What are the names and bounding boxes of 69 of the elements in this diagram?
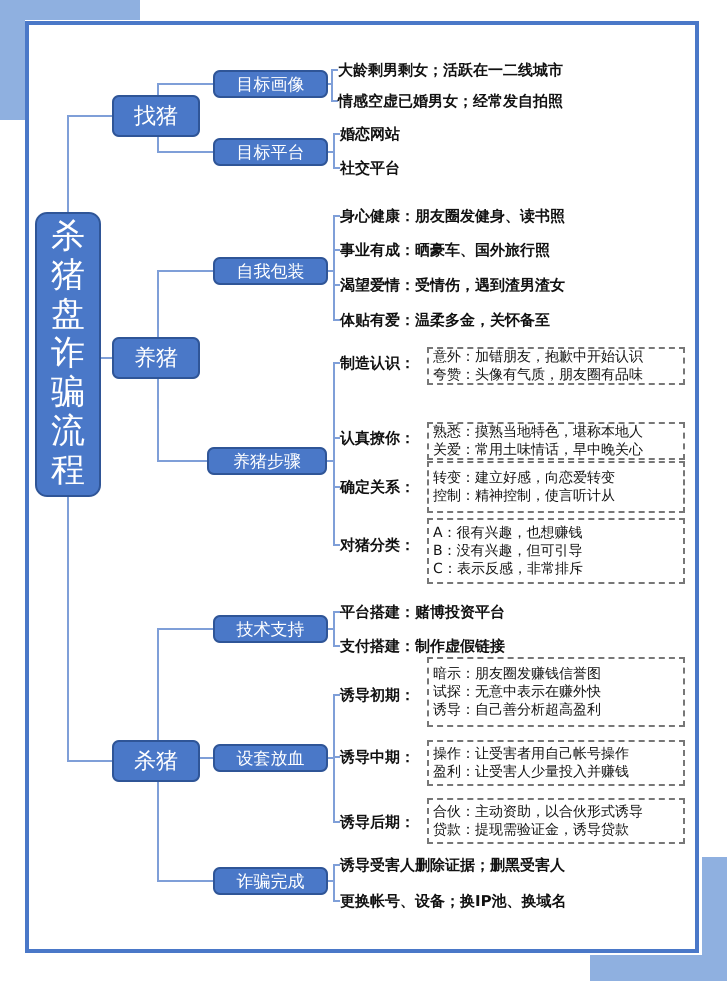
detail-text: C：表示反感，非常排斥 bbox=[433, 560, 584, 578]
detail-text: 操作：让受害者用自己帐号操作 bbox=[433, 745, 630, 763]
branch-text: 大龄剩男剩女；活跃在一二线城市 bbox=[338, 60, 608, 80]
topic-box: 技术支持 bbox=[213, 615, 328, 643]
connector-line bbox=[328, 69, 338, 85]
detail-text: 转变：建立好感，向恋爱转变 bbox=[433, 469, 616, 487]
detail-text: 盈利：让受害人少量投入并赚钱 bbox=[433, 763, 630, 781]
branch-text: 支付搭建：制作虚假链接 bbox=[340, 636, 540, 656]
branch-text: 制造认识： bbox=[340, 353, 424, 373]
detail-text: 关爱：常用土味情话，早中晚关心 bbox=[433, 441, 644, 459]
topic-box: 目标画像 bbox=[213, 70, 328, 98]
connector-line bbox=[157, 782, 213, 882]
detail-text: 暗示：朋友圈发赚钱信誉图 bbox=[433, 665, 602, 683]
detail-text: A：很有兴趣，也想赚钱 bbox=[433, 524, 584, 542]
connector-line bbox=[328, 628, 340, 647]
branch-text: 诱导初期： bbox=[340, 685, 424, 705]
detail-text: 夸赞：头像有气质，朋友圈有品味 bbox=[433, 366, 644, 384]
connector-line bbox=[157, 83, 213, 95]
root-box: 杀猪盘诈骗流程 bbox=[35, 212, 101, 497]
branch-text: 诱导后期： bbox=[340, 812, 424, 832]
branch-text: 事业有成：晒豪车、国外旅行照 bbox=[340, 240, 600, 260]
topic-box: 目标平台 bbox=[213, 138, 328, 166]
branch-text: 社交平台 bbox=[340, 158, 420, 178]
dashed-box bbox=[427, 422, 685, 460]
connector-line bbox=[157, 379, 207, 462]
detail-text: 试探：无意中表示在赚外快 bbox=[433, 683, 602, 701]
connector-line bbox=[328, 83, 338, 102]
branch-text: 更换帐号、设备；换IP池、换域名 bbox=[340, 891, 610, 911]
branch-text: 诱导中期： bbox=[340, 747, 424, 767]
branch-text: 情感空虚已婚男女；经常发自拍照 bbox=[338, 91, 608, 111]
connector-line bbox=[200, 757, 213, 759]
connector-line bbox=[328, 880, 340, 902]
dashed-box bbox=[427, 657, 685, 727]
stage-box: 找猪 bbox=[112, 95, 200, 137]
branch-text: 婚恋网站 bbox=[340, 124, 420, 144]
connector-line bbox=[67, 497, 112, 762]
branch-text: 诱导受害人删除证据；删黑受害人 bbox=[340, 855, 610, 875]
branch-text: 身心健康：朋友圈发健身、读书照 bbox=[340, 206, 620, 226]
branch-text: 对猪分类： bbox=[340, 535, 424, 555]
dashed-box bbox=[427, 347, 685, 385]
topic-box: 设套放血 bbox=[213, 744, 328, 772]
branch-text: 确定关系： bbox=[340, 477, 424, 497]
connector-line bbox=[157, 628, 213, 740]
branch-text: 体贴有爱：温柔多金，关怀备至 bbox=[340, 310, 600, 330]
detail-text: 控制：精神控制，使言听计从 bbox=[433, 487, 616, 505]
dashed-box bbox=[427, 461, 685, 513]
connector-line bbox=[157, 137, 213, 153]
detail-text: B：没有兴趣，但可引导 bbox=[433, 542, 584, 560]
dashed-box bbox=[427, 518, 685, 584]
detail-text: 合伙：主动资助，以合伙形式诱导 bbox=[433, 803, 644, 821]
detail-text: 贷款：提现需验证金，诱导贷款 bbox=[433, 821, 630, 839]
connector-line bbox=[328, 757, 340, 823]
topic-box: 自我包装 bbox=[213, 257, 328, 285]
topic-box: 诈骗完成 bbox=[213, 867, 328, 895]
dashed-box bbox=[427, 798, 685, 844]
detail-text: 熟悉：摸熟当地特色，堪称本地人 bbox=[433, 423, 644, 441]
branch-text: 平台搭建：赌博投资平台 bbox=[340, 602, 540, 622]
topic-box: 养猪步骤 bbox=[207, 447, 327, 475]
dashed-box bbox=[427, 740, 685, 786]
detail-text: 意外：加错朋友，抱歉中开始认识 bbox=[433, 348, 644, 366]
connector-line bbox=[328, 151, 340, 169]
connector-line bbox=[157, 270, 213, 337]
branch-text: 认真撩你： bbox=[340, 428, 424, 448]
stage-box: 杀猪 bbox=[112, 740, 200, 782]
detail-text: 诱导：自己善分析超高盈利 bbox=[433, 701, 602, 719]
branch-text: 渴望爱情：受情伤，遇到渣男渣女 bbox=[340, 275, 620, 295]
connector-line bbox=[67, 115, 112, 212]
connector-line bbox=[101, 357, 112, 359]
stage-box: 养猪 bbox=[112, 337, 200, 379]
